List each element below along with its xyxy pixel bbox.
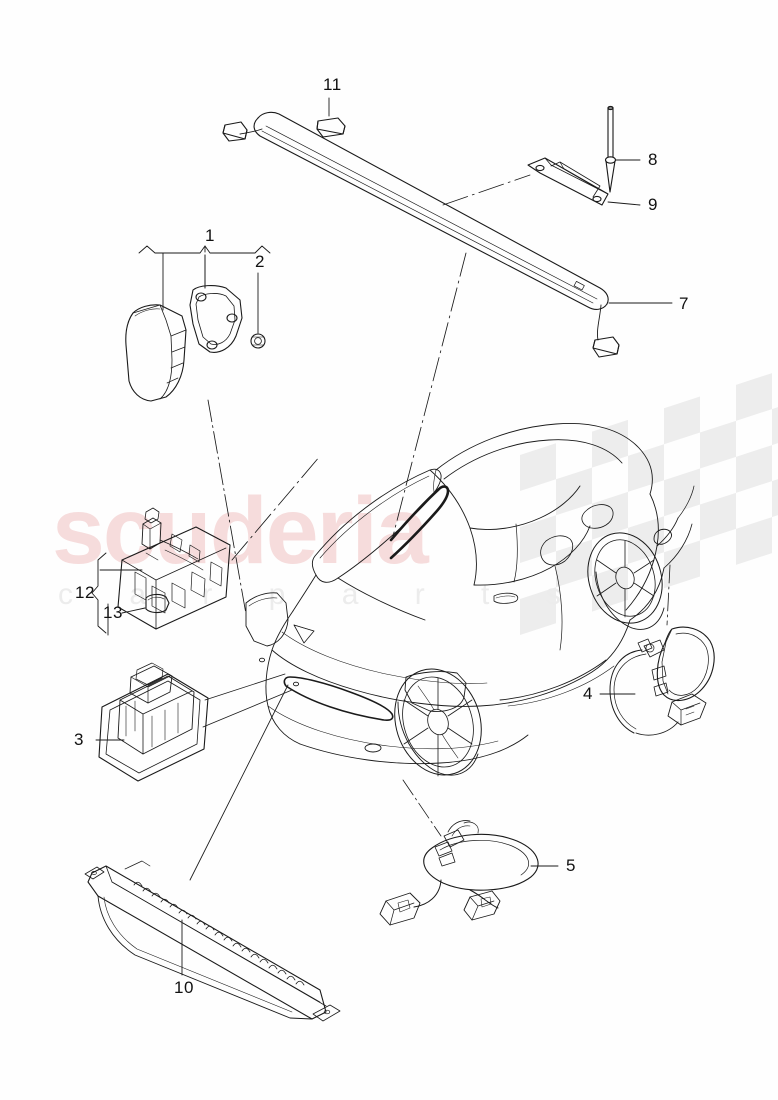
part-8-pin: [604, 105, 641, 193]
callout-label-1: 1: [205, 226, 215, 245]
callout-label-9: 9: [648, 195, 658, 214]
part-10-brake-light: [84, 860, 341, 1022]
car-illustration: [245, 423, 695, 777]
callout-label-13: 13: [103, 603, 123, 622]
leader-lines: [189, 252, 467, 881]
part-4-side-repeater: [599, 564, 715, 736]
part-1-gasket: [189, 254, 243, 353]
watermark-brand-text: scuderia: [52, 478, 429, 584]
part-11-pad: [316, 97, 346, 138]
part-13-bulb: [121, 593, 170, 614]
callout-label-3: 3: [74, 730, 84, 749]
part-3-plate-lamp: [95, 662, 293, 782]
callout-label-2: 2: [255, 252, 265, 271]
part-5-side-marker: [379, 779, 559, 926]
part-7-led-strip: [222, 111, 673, 358]
callout-label-11: 11: [323, 75, 342, 94]
part-12-lamp-unit: [117, 507, 231, 630]
part-2-nut: [250, 272, 266, 349]
callout-label-12: 12: [75, 583, 95, 602]
watermark-subtitle-text: c a r p a r t s: [58, 578, 585, 611]
part-1-tail-lamp: [125, 304, 187, 402]
callout-label-7: 7: [679, 294, 689, 313]
callout-label-10: 10: [174, 978, 194, 997]
callout-label-8: 8: [648, 150, 658, 169]
part-9-bracket: [442, 157, 641, 206]
callout-label-4: 4: [583, 684, 593, 703]
callout-label-5: 5: [566, 856, 576, 875]
